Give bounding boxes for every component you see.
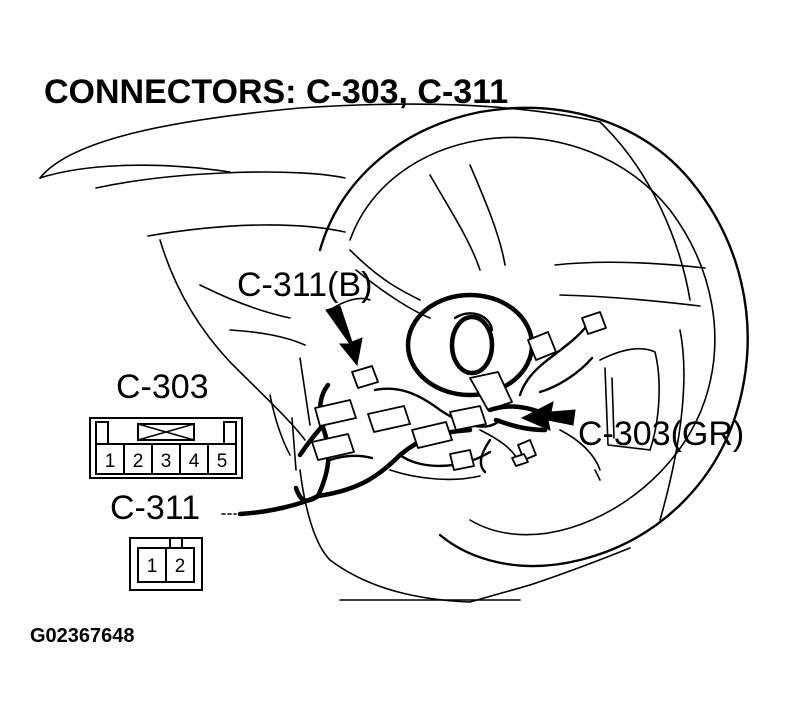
c303-face-title: C-303 (116, 368, 209, 406)
diagram-title: CONNECTORS: C-303, C-311 (44, 73, 508, 111)
c311-connector-face: 1 2 (129, 537, 203, 591)
wiring-harness (221, 311, 607, 517)
c311-face-title: C-311 (110, 489, 200, 527)
c303-pin-2: 2 (133, 451, 144, 472)
c303-pin-3: 3 (161, 451, 172, 472)
c303-pin-5: 5 (217, 451, 228, 472)
callout-arrow-c311 (325, 305, 363, 367)
callout-arrow-c303 (520, 401, 576, 431)
c311-pin-1: 1 (147, 556, 158, 577)
c303-connector-face: 1 2 3 4 5 (89, 417, 243, 479)
figure-id: G02367648 (30, 625, 135, 647)
callout-label-c303-gr: C-303(GR) (578, 415, 744, 453)
dashboard-steering-illustration (39, 103, 749, 603)
c303-pin-1: 1 (105, 451, 116, 472)
c303-pin-4: 4 (189, 451, 200, 472)
c311-pin-2: 2 (175, 556, 186, 577)
callout-label-c311-b: C-311(B) (237, 266, 372, 304)
